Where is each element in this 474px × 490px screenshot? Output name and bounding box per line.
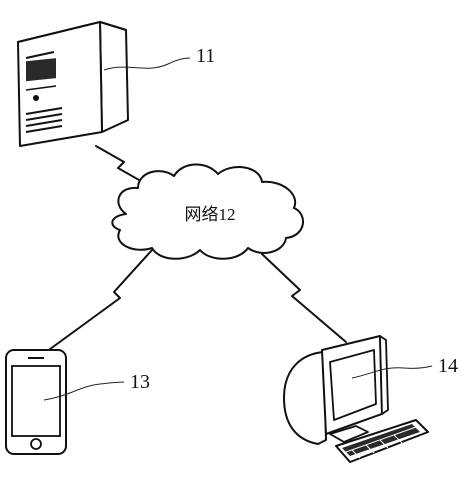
server-leader-line xyxy=(103,57,191,71)
server-icon xyxy=(17,21,129,147)
phone-wireless-link xyxy=(45,249,153,353)
computer-leader-line xyxy=(351,365,433,379)
phone-leader-line xyxy=(43,381,125,401)
network-label: 网络12 xyxy=(185,205,236,224)
desktop-computer-icon xyxy=(283,335,429,463)
phone-icon xyxy=(5,349,67,455)
computer-wireless-link xyxy=(261,253,347,343)
server-wireless-link xyxy=(95,145,161,193)
server-label: 11 xyxy=(196,45,215,67)
phone-label: 13 xyxy=(130,371,150,393)
network-cloud-icon xyxy=(111,163,304,260)
computer-label: 14 xyxy=(438,355,458,377)
